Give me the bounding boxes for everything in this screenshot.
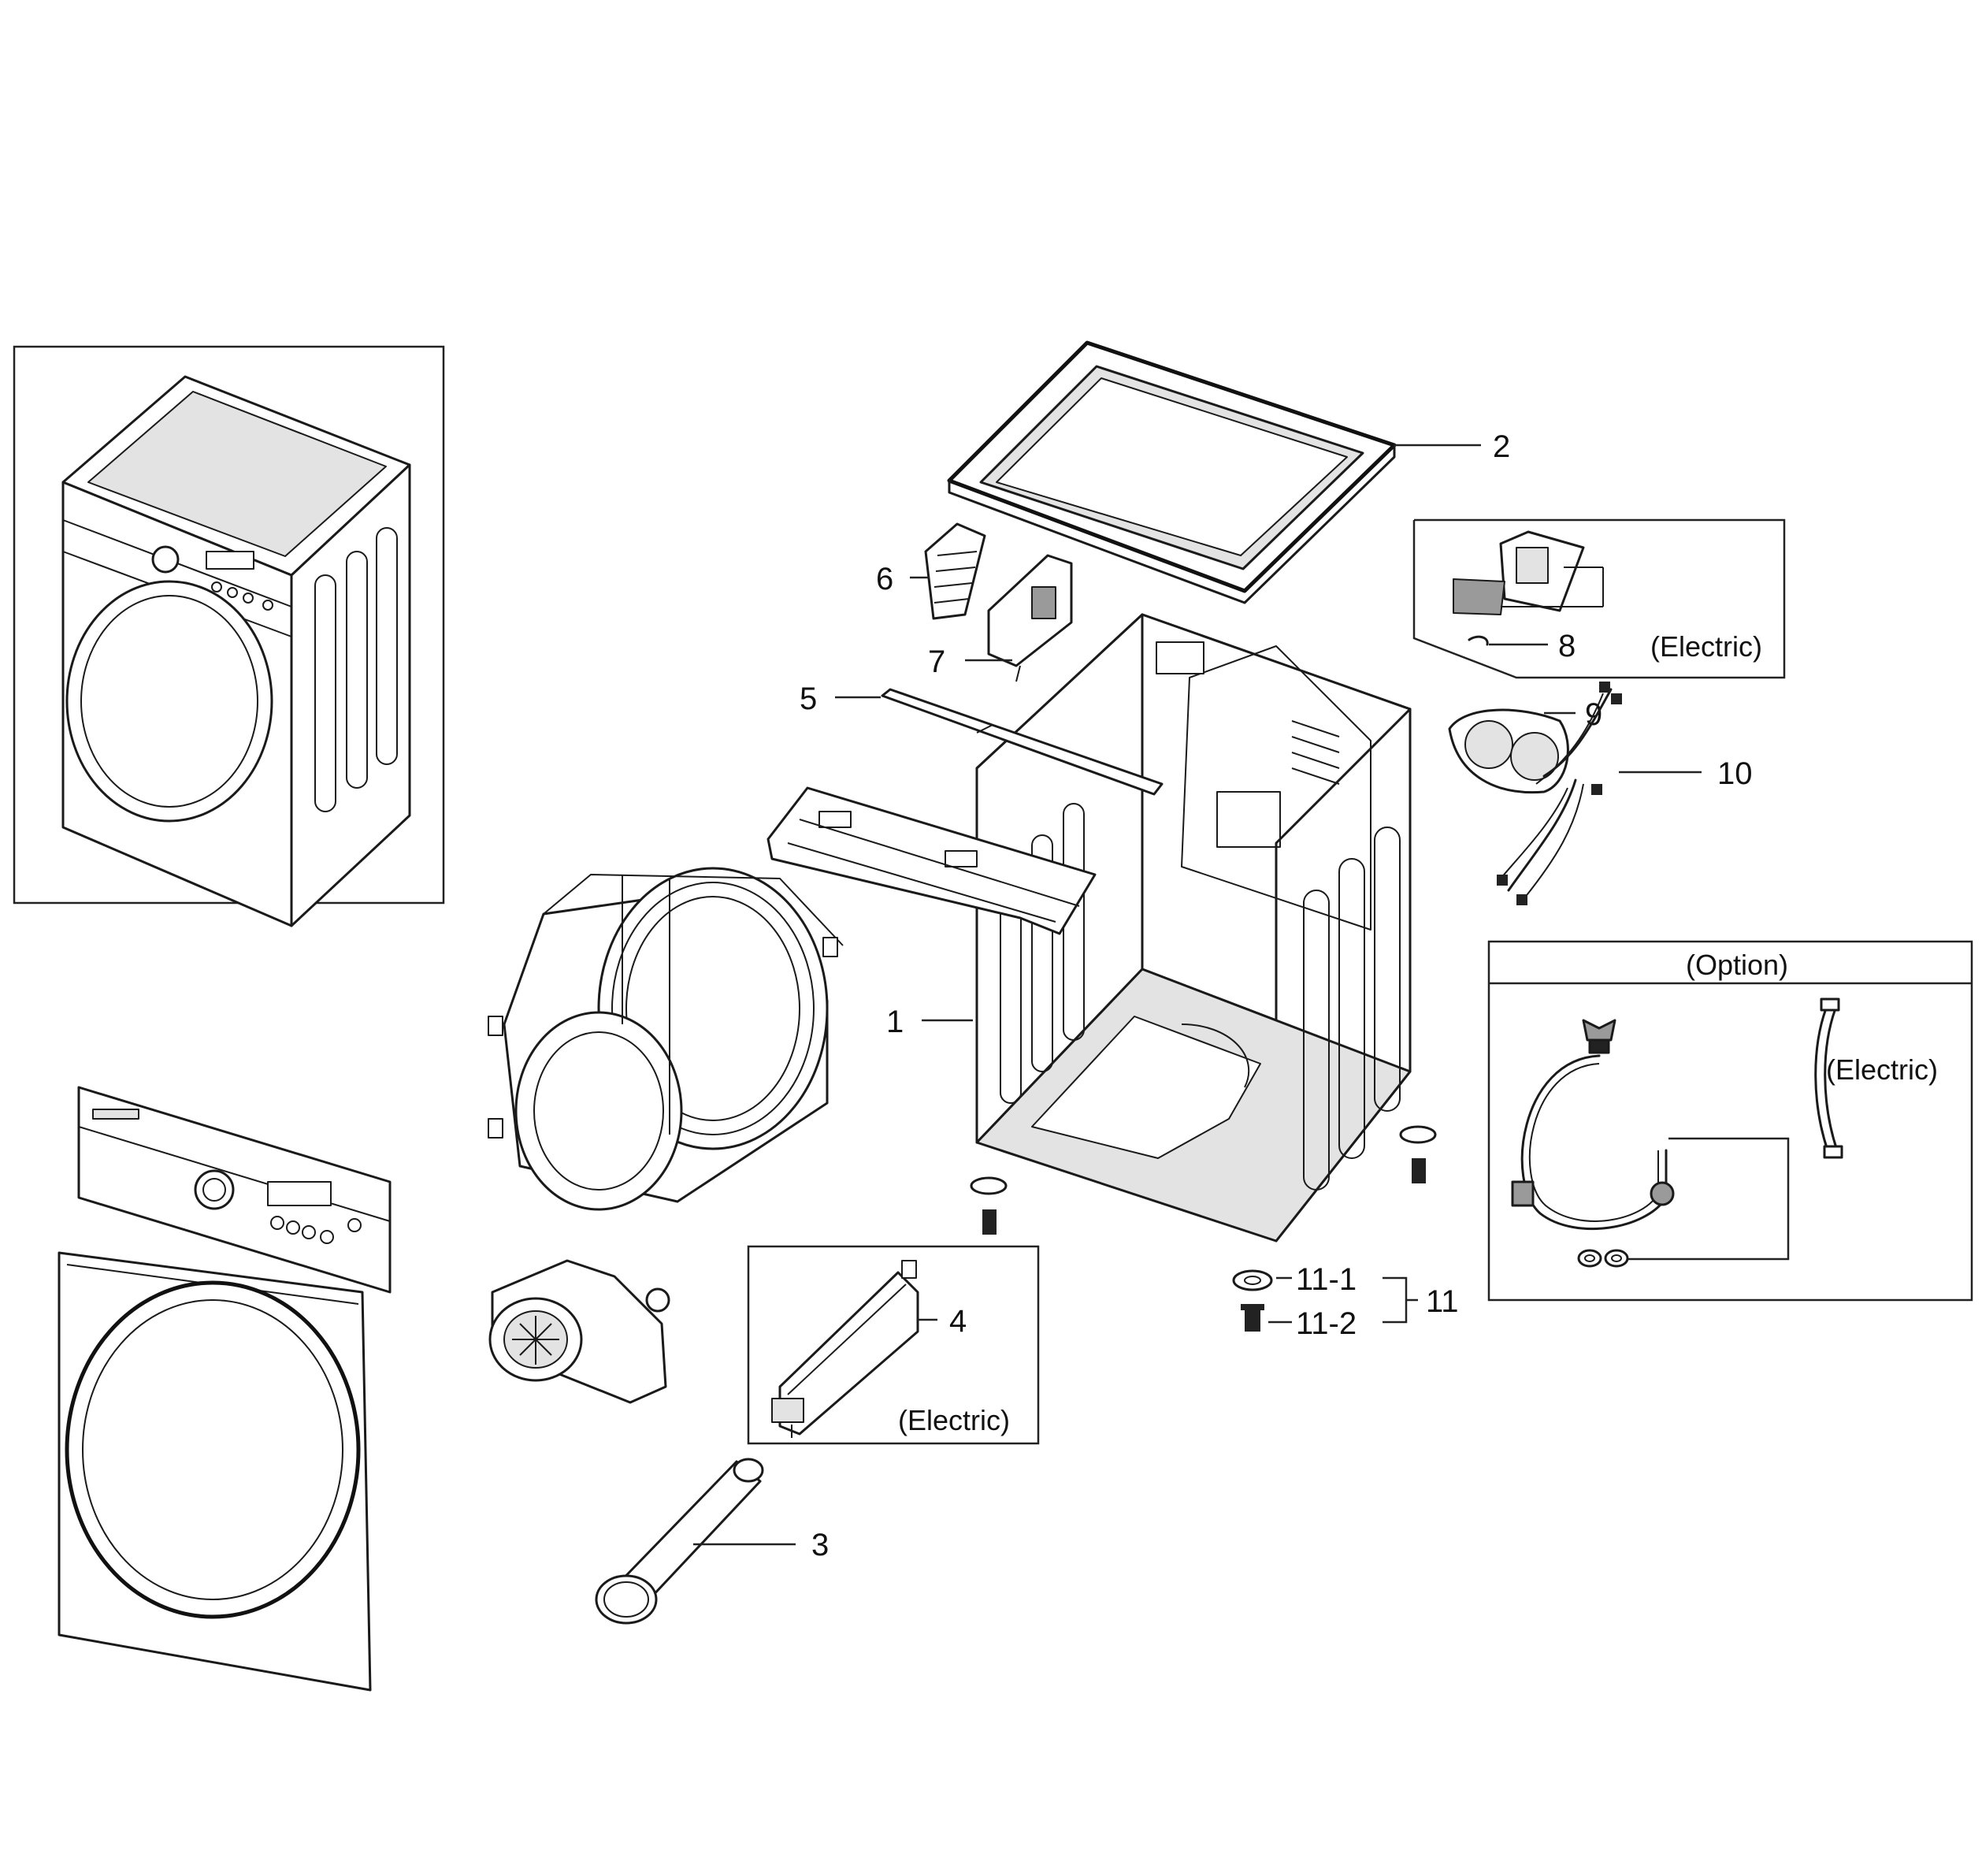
drum-assembly (488, 867, 844, 1211)
bracket-11 (1383, 1276, 1408, 1324)
front-control-panel (77, 1086, 392, 1294)
label-11-2: 11-2 (1296, 1306, 1357, 1341)
label-7: 7 (928, 645, 945, 679)
cabinet (970, 613, 1437, 1243)
note-option: (Option) (1686, 949, 1788, 981)
label-6: 6 (876, 562, 893, 596)
note-electric-hose: (Electric) (1826, 1053, 1938, 1086)
leveling-foot (1232, 1269, 1273, 1332)
note-electric-board: (Electric) (1650, 630, 1762, 663)
rear-vent-cover (1448, 708, 1569, 794)
label-11: 11 (1426, 1284, 1459, 1319)
note-electric-heater: (Electric) (898, 1404, 1010, 1436)
blower-housing (488, 1259, 670, 1404)
label-8: 8 (1558, 629, 1576, 663)
lint-filter (924, 522, 986, 620)
exhaust-duct (595, 1458, 764, 1625)
label-4: 4 (949, 1304, 967, 1339)
label-10: 10 (1717, 756, 1753, 791)
option-inset (1487, 940, 1973, 1302)
control-bracket (766, 786, 1097, 935)
label-1: 1 (886, 1005, 904, 1039)
filter-housing (987, 554, 1073, 682)
label-3: 3 (811, 1528, 829, 1562)
top-brace (881, 688, 1164, 796)
top-cover (947, 340, 1397, 604)
front-door-frame (58, 1251, 372, 1692)
label-11-1: 11-1 (1296, 1262, 1357, 1297)
heater-inset (747, 1245, 1040, 1445)
label-2: 2 (1493, 429, 1510, 464)
electric-board-inset (1412, 518, 1786, 679)
label-5: 5 (800, 682, 817, 716)
wire-harness (1497, 682, 1622, 905)
complete-dryer-inset (13, 345, 445, 927)
